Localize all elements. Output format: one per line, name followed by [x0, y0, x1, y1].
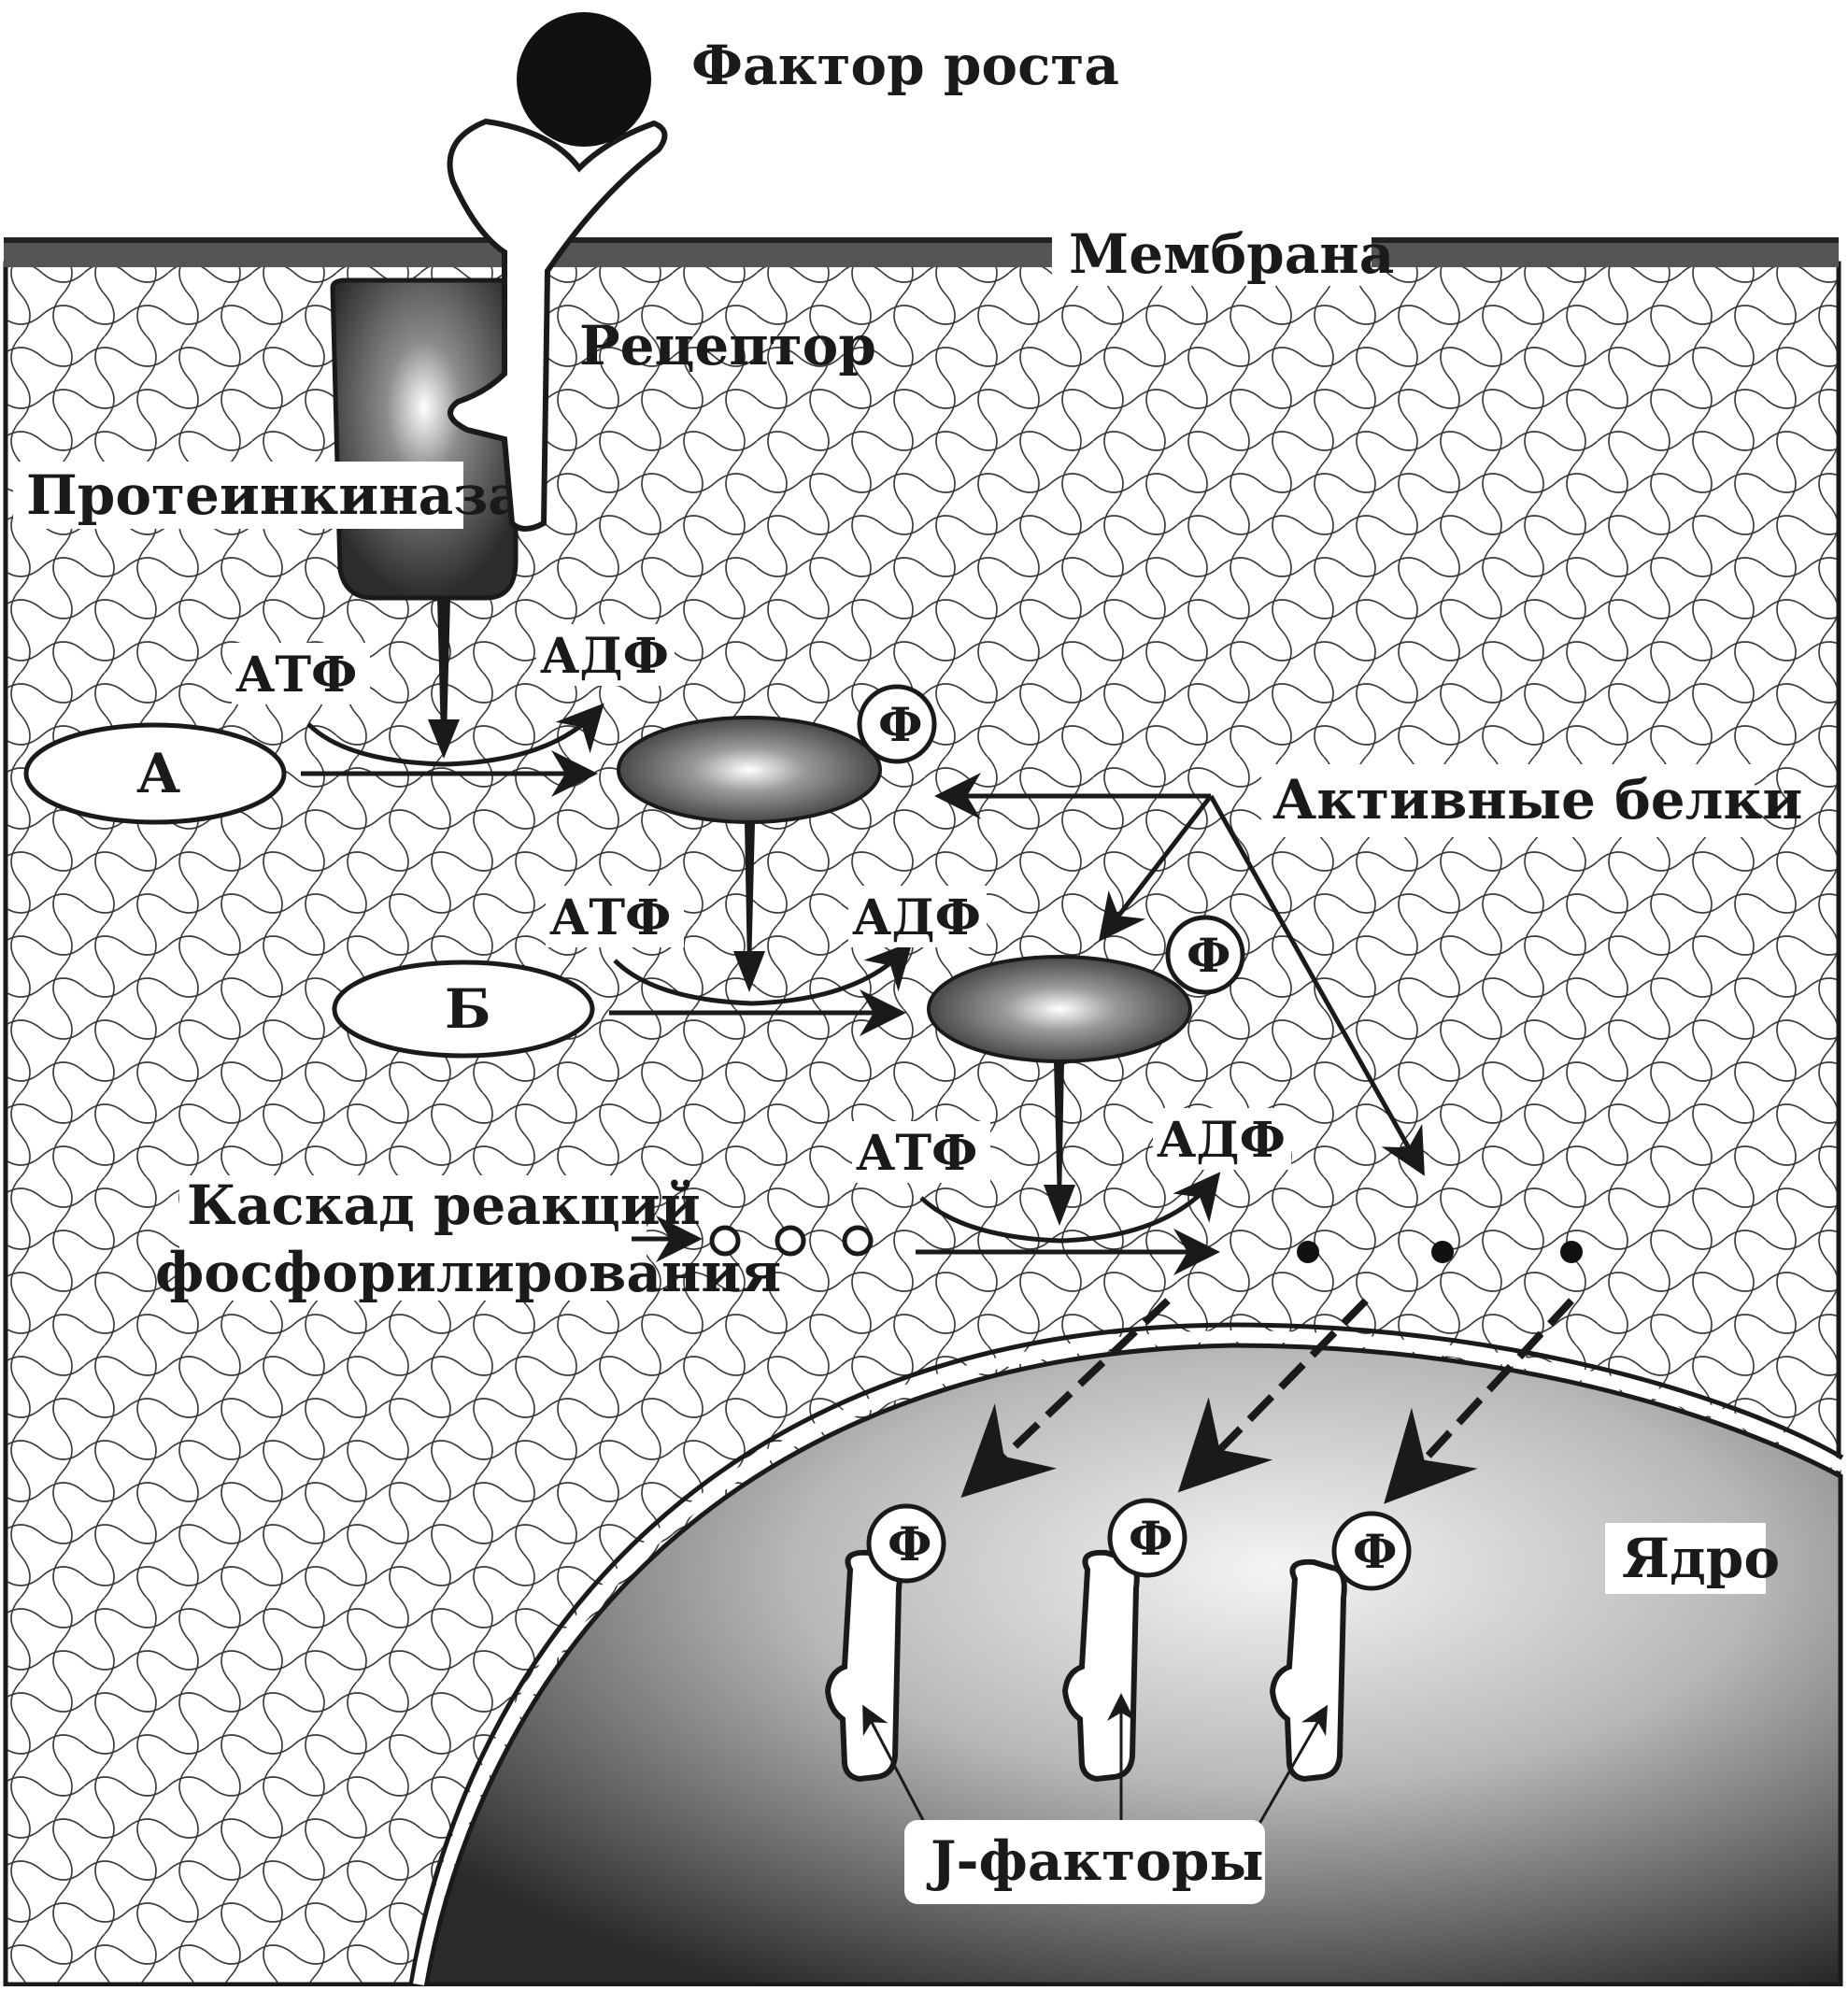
- active-dot-3: [1560, 1241, 1583, 1263]
- j-factor-3-phosphate: [1331, 1511, 1412, 1591]
- cascade-label-line1: Каскад реакций: [187, 1173, 701, 1237]
- atp-label-1: АТФ: [235, 647, 357, 704]
- j-factor-1-phosphate: [866, 1503, 946, 1584]
- active-dot-2: [1431, 1241, 1454, 1263]
- substrate-b-label: Б: [445, 977, 491, 1041]
- phosphate-1: [857, 684, 937, 764]
- protein-kinase: Протеинкиназа: [13, 277, 523, 759]
- membrane: Мембрана: [4, 222, 1839, 286]
- inactive-dot-2: [775, 1225, 806, 1257]
- cascade-label-line2: фосфорилирования: [155, 1241, 781, 1304]
- membrane-label: Мембрана: [1069, 222, 1394, 286]
- j-factors-label: J-факторы: [926, 1829, 1264, 1893]
- j-factors: Ф Ф Ф J-факторы: [824, 1498, 1412, 1904]
- active-protein-1: [617, 716, 882, 824]
- receptor: Рецептор: [447, 12, 876, 532]
- reaction-1: А АТФ АДФ Ф: [23, 624, 937, 992]
- atp-label-2: АТФ: [549, 889, 671, 946]
- inactive-dot-3: [842, 1225, 874, 1257]
- substrate-a-label: А: [136, 742, 180, 805]
- active-proteins-pointer: Активные белки: [934, 764, 1802, 1176]
- active-dot-1: [1297, 1241, 1319, 1263]
- phosphate-2-label: Ф: [1187, 928, 1230, 983]
- adp-label-2: АДФ: [852, 889, 981, 946]
- receptor-label: Рецептор: [579, 314, 876, 377]
- translocation-arrow-1: [960, 1298, 1171, 1499]
- j-factor-2-phosphate-label: Ф: [1129, 1511, 1173, 1566]
- growth-factor-ball: [517, 12, 651, 147]
- substrate-b: [332, 960, 595, 1059]
- atp-adp-arc-2: [613, 941, 913, 1006]
- phosphate-2: [1165, 915, 1245, 995]
- adp-label-3: АДФ: [1157, 1112, 1286, 1169]
- j-factor-2-phosphate: [1107, 1498, 1187, 1578]
- reaction-3: Каскад реакций фосфорилирования АТФ АДФ: [155, 1108, 1583, 1304]
- substrate-a: [23, 722, 287, 825]
- adp-label-1: АДФ: [540, 628, 669, 685]
- protein-kinase-label: Протеинкиназа: [26, 463, 523, 527]
- growth-factor-label: Фактор роста: [691, 34, 1119, 97]
- phosphate-1-label: Ф: [878, 697, 922, 752]
- j-factor-3-phosphate-label: Ф: [1353, 1524, 1397, 1579]
- reaction-2: Б АТФ АДФ Ф: [332, 886, 1245, 1226]
- atp-adp-arc-1: [306, 703, 604, 767]
- j-factor-1-phosphate-label: Ф: [888, 1516, 931, 1571]
- active-proteins-label: Активные белки: [1272, 768, 1802, 832]
- atp-label-3: АТФ: [856, 1125, 977, 1182]
- translocation-arrows: [960, 1298, 1574, 1504]
- active-protein-2: [927, 955, 1192, 1063]
- nucleus-label: Ядро: [1622, 1527, 1780, 1590]
- inactive-dot-1: [709, 1225, 741, 1257]
- atp-adp-arc-3: [919, 1172, 1221, 1244]
